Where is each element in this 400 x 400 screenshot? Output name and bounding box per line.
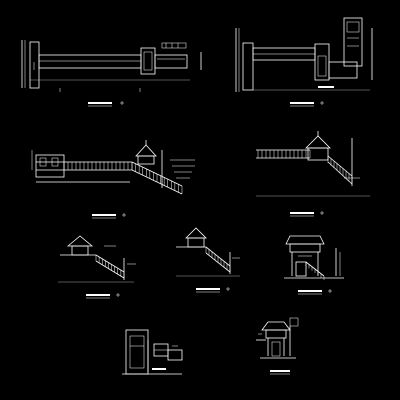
section-b bbox=[176, 227, 240, 293]
elevation-right bbox=[256, 131, 370, 217]
detail-pavilion bbox=[256, 317, 299, 375]
section-a bbox=[58, 235, 136, 299]
plan-view-right bbox=[235, 17, 373, 107]
section-c bbox=[284, 235, 344, 295]
plan-view-left bbox=[21, 40, 202, 107]
detail-gate bbox=[122, 329, 183, 375]
elevation-long bbox=[31, 140, 195, 219]
